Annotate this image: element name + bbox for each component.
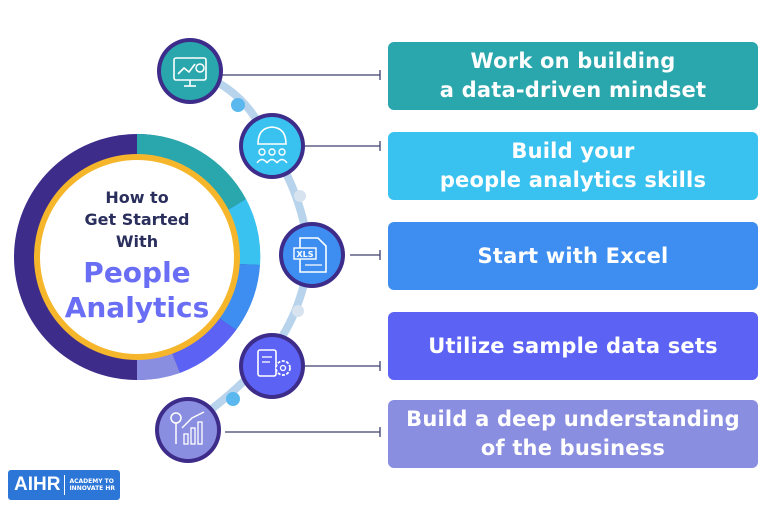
- document-gear-icon: [239, 333, 305, 399]
- logo-mark: AIHR: [14, 474, 61, 495]
- step-connectors: [222, 70, 381, 437]
- central-ring: [14, 133, 261, 381]
- connector-dot: [231, 98, 245, 112]
- step-box-1: Work on building a data-driven mindset: [388, 42, 758, 110]
- step-label: Work on building a data-driven mindset: [439, 49, 707, 102]
- idea-growth-chart-icon: [155, 397, 221, 463]
- xls-file-icon: XLS: [279, 222, 345, 288]
- step-box-2: Build your people analytics skills: [388, 132, 758, 200]
- connector-dot: [226, 392, 240, 406]
- step-box-3: Start with Excel: [388, 222, 758, 290]
- step-label: Build your people analytics skills: [439, 139, 707, 192]
- logo-subtitle: ACADEMY TO INNOVATE HR: [69, 478, 116, 492]
- center-title: How to Get Started With People Analytics: [62, 187, 212, 325]
- connector-dot: [294, 190, 306, 202]
- step-box-5: Build a deep understanding of the busine…: [388, 400, 758, 468]
- step-label: Utilize sample data sets: [428, 333, 718, 358]
- step-box-4: Utilize sample data sets: [388, 312, 758, 380]
- connector-dot: [292, 305, 304, 317]
- logo-divider: [64, 475, 66, 495]
- team-brain-icon: [239, 113, 305, 179]
- aihr-logo: AIHR ACADEMY TO INNOVATE HR: [8, 470, 120, 500]
- title-small: How to Get Started With: [84, 188, 190, 251]
- step-label: Build a deep understanding of the busine…: [406, 407, 740, 460]
- dashboard-chart-icon: [157, 38, 223, 104]
- title-big: People Analytics: [64, 256, 210, 324]
- svg-text:XLS: XLS: [296, 250, 313, 259]
- step-label: Start with Excel: [477, 243, 669, 268]
